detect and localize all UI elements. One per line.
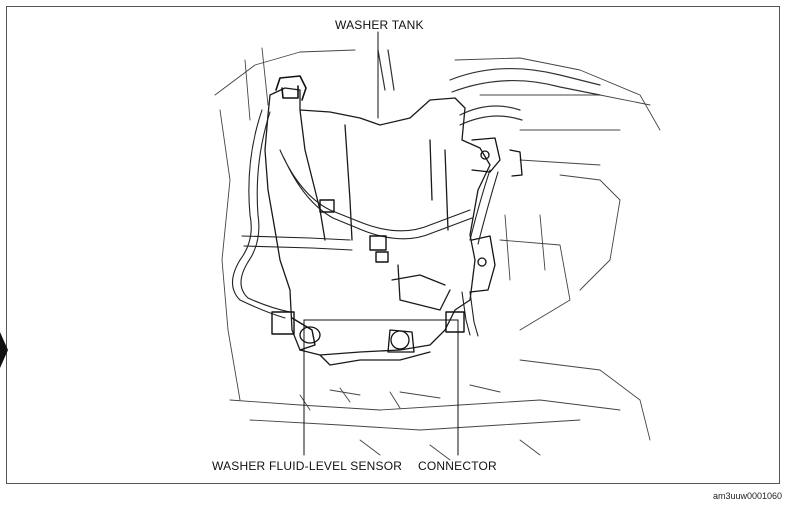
body-panel-lines xyxy=(214,47,661,461)
harness-tubes xyxy=(231,109,499,337)
washer-tank-body xyxy=(264,87,491,366)
label-washer-fluid-level-sensor: WASHER FLUID-LEVEL SENSOR xyxy=(212,459,403,473)
page-edge-marker xyxy=(0,332,8,368)
leader-lines xyxy=(303,31,459,456)
pump-assembly xyxy=(299,326,415,353)
filler-neck xyxy=(275,75,307,101)
label-washer-tank: WASHER TANK xyxy=(335,18,424,32)
label-connector: CONNECTOR xyxy=(418,459,497,473)
upper-hoses xyxy=(377,49,601,126)
figure-code: am3uuw0001060 xyxy=(712,491,782,501)
mounting-brackets xyxy=(469,137,523,293)
harness-clips xyxy=(271,199,465,351)
